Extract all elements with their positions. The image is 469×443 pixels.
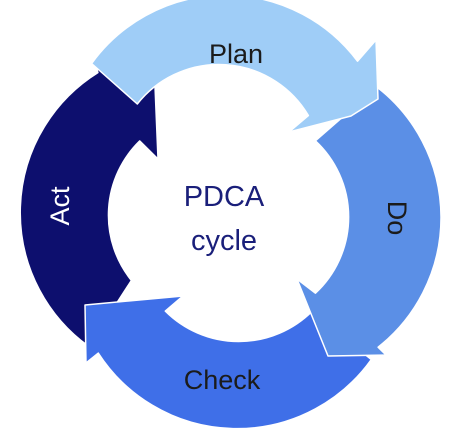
do-arrow [296, 86, 442, 357]
check-arrow [84, 295, 373, 430]
check-label: Check [184, 365, 261, 395]
do-label: Do [382, 201, 412, 236]
plan-arrow [90, 0, 379, 133]
act-label: Act [45, 186, 75, 226]
plan-label: Plan [209, 39, 263, 69]
center-title: PDCA [184, 181, 265, 213]
center-subtitle: cycle [191, 225, 257, 257]
act-arrow [19, 61, 159, 348]
